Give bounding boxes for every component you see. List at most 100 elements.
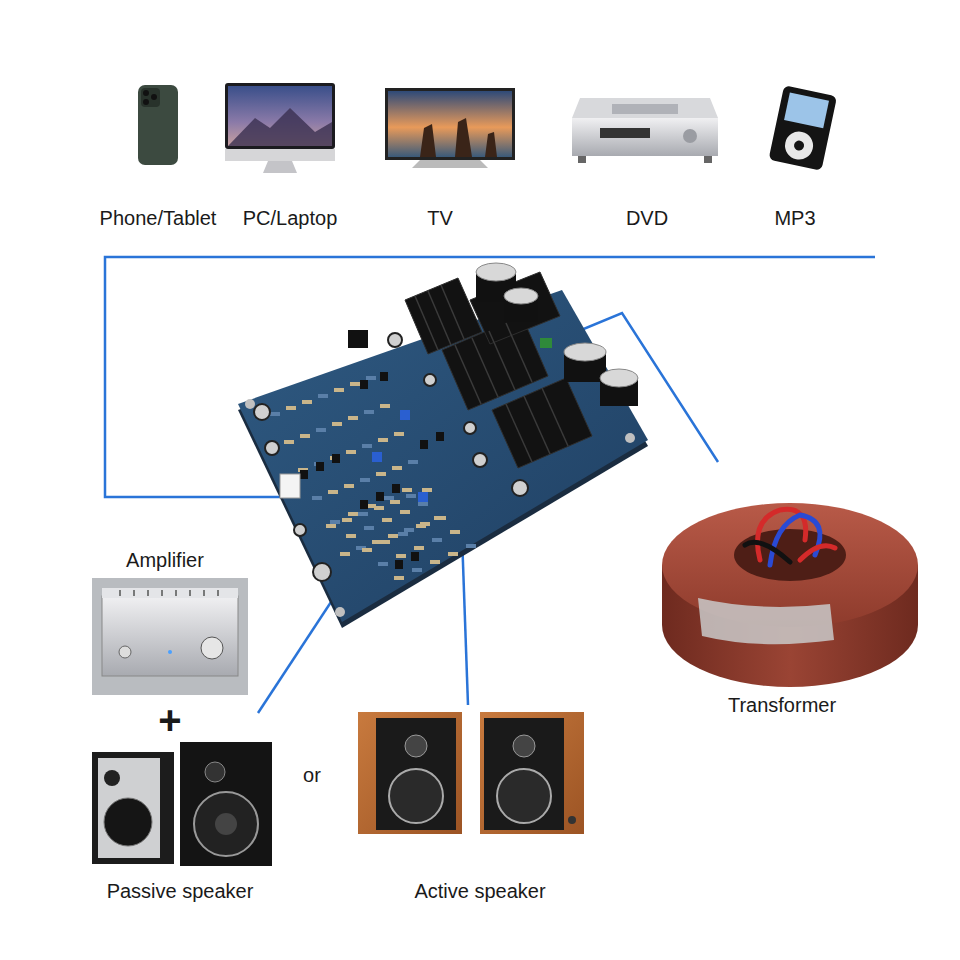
device-caption: TV xyxy=(427,206,453,230)
conjunction-text: or xyxy=(303,763,321,787)
amplifier-chassis xyxy=(92,578,248,695)
trimmer-potentiometer xyxy=(418,492,428,502)
vent xyxy=(147,590,149,596)
resistor xyxy=(378,562,388,566)
wire xyxy=(770,515,820,565)
resistor xyxy=(382,518,392,522)
resistor xyxy=(400,510,410,514)
speaker-baffle xyxy=(484,718,564,830)
vent xyxy=(161,590,163,596)
amplifier-board xyxy=(238,263,648,628)
mp3-wheel xyxy=(782,129,815,162)
woofer xyxy=(104,798,152,846)
monitor-stand xyxy=(263,161,297,173)
capacitor xyxy=(313,563,331,581)
mp3-button xyxy=(793,140,805,152)
resistor xyxy=(392,466,402,470)
resistor xyxy=(362,444,372,448)
lens xyxy=(143,90,149,96)
capacitor xyxy=(388,333,402,347)
dvd-knob xyxy=(683,129,697,143)
transistor xyxy=(332,454,340,463)
resistor xyxy=(350,382,360,386)
fin xyxy=(506,404,532,462)
vent xyxy=(175,590,177,596)
input-connector xyxy=(280,474,300,498)
tv-frame xyxy=(385,88,515,160)
regulator-heatsink xyxy=(348,330,368,348)
woofer xyxy=(497,769,551,823)
active-speakers xyxy=(358,712,584,834)
toroidal-transformer xyxy=(662,503,918,687)
tv-stand xyxy=(412,160,488,168)
wire xyxy=(800,546,835,560)
speaker-cabinet xyxy=(180,742,272,866)
resistor xyxy=(302,400,312,404)
capacitor-top xyxy=(600,369,638,387)
phone-body xyxy=(138,85,178,165)
dvd-foot xyxy=(578,156,586,163)
transistor xyxy=(420,440,428,449)
dvd-top xyxy=(572,98,718,118)
speaker-cabinet xyxy=(92,752,174,864)
capacitor-top xyxy=(504,288,538,304)
capacitor xyxy=(254,404,270,420)
vent xyxy=(133,590,135,596)
vents xyxy=(120,590,218,596)
monitor-frame xyxy=(225,83,335,149)
transistor xyxy=(411,552,419,561)
transistor xyxy=(392,484,400,493)
resistor xyxy=(358,512,368,516)
vent xyxy=(217,590,219,596)
resistor xyxy=(340,552,350,556)
resistor xyxy=(388,534,398,538)
photo-ground xyxy=(92,578,248,695)
device-caption: Phone/Tablet xyxy=(100,206,217,230)
resistor xyxy=(402,488,412,492)
speaker-cabinet xyxy=(358,712,462,834)
resistor xyxy=(422,488,432,492)
mp3-screen xyxy=(784,93,829,129)
capacitor xyxy=(265,441,279,455)
phone-camera xyxy=(141,88,160,107)
resistor xyxy=(348,416,358,420)
device-caption: MP3 xyxy=(774,206,815,230)
trimmer-potentiometer xyxy=(372,452,382,462)
resistor xyxy=(334,388,344,392)
resistor xyxy=(312,496,322,500)
lens xyxy=(143,99,149,105)
volume-knob xyxy=(201,637,223,659)
heatsink xyxy=(492,378,592,468)
resistor xyxy=(414,546,424,550)
fin xyxy=(489,331,515,390)
tv-icon xyxy=(385,88,515,168)
resistor xyxy=(286,406,296,410)
resistor xyxy=(318,394,328,398)
dvd-tray xyxy=(612,104,678,114)
transformer-wires xyxy=(745,509,835,565)
vent xyxy=(203,590,205,596)
resistor xyxy=(366,376,376,380)
resistor xyxy=(412,568,422,572)
mount-screw xyxy=(625,433,635,443)
mount-screw xyxy=(245,399,255,409)
resistor xyxy=(384,496,394,500)
power-led xyxy=(168,650,172,654)
capacitor xyxy=(473,453,487,467)
transistor xyxy=(360,380,368,389)
monitor-chin xyxy=(225,149,335,161)
board-parts xyxy=(254,333,528,581)
mp3-body xyxy=(768,85,837,171)
device-caption: DVD xyxy=(626,206,668,230)
chassis-body xyxy=(102,596,238,676)
fin xyxy=(506,323,532,382)
capacitor-top xyxy=(564,343,606,361)
woofer xyxy=(389,769,443,823)
device-caption: PC/Laptop xyxy=(243,206,338,230)
tweeter xyxy=(205,762,225,782)
capacitor xyxy=(424,374,436,386)
fin xyxy=(441,285,464,339)
resistor xyxy=(270,412,280,416)
heatsinks xyxy=(405,272,592,468)
